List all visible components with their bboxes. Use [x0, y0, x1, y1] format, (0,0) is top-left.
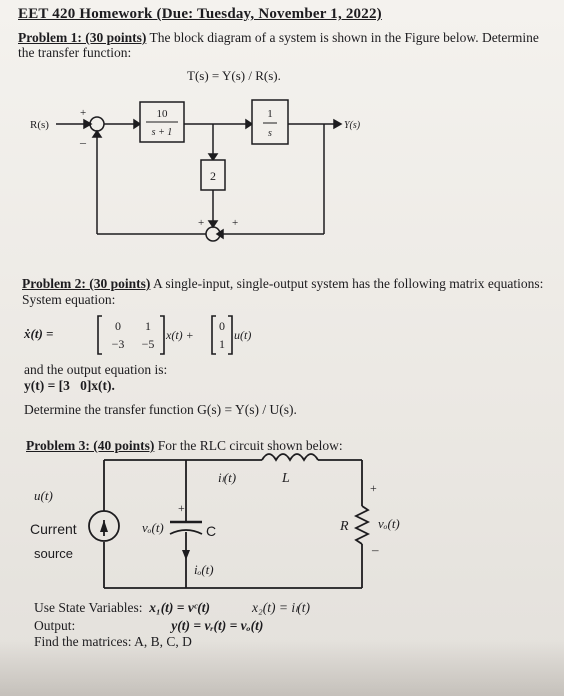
rlc-circuit: u(t) Current source vₒ(t) + C iₒ(t) iₗ(t…: [30, 453, 400, 589]
sum1-minus: –: [79, 135, 87, 149]
inductor-current-label: iₗ(t): [218, 470, 236, 485]
matrix-a-right-bracket: [160, 315, 165, 355]
output-equation-label: and the output equation is:: [24, 362, 168, 377]
res-minus: –: [371, 542, 379, 557]
u-of-t: u(t): [234, 328, 251, 342]
cap-current-arrow-icon: [182, 550, 190, 560]
state-vars-label: Use State Variables:: [34, 600, 143, 615]
block-1-over-s: [251, 99, 289, 145]
block2-numerator: 1: [267, 108, 273, 120]
matrix-b-right-bracket: [228, 315, 233, 355]
res-plus: +: [370, 481, 377, 495]
problem3-label: Problem 3: (40 points): [26, 438, 155, 453]
cap-voltage-label: vₒ(t): [142, 520, 164, 535]
output-eq-rhs: 0]x(t).: [80, 378, 115, 393]
output-line: Output: y(t) = vᵣ(t) = vₒ(t): [34, 618, 263, 634]
block-diagram: R(s) Y(s) 10 s + 1 1 s 2 + – + +: [30, 99, 361, 242]
output-label: Output:: [34, 618, 76, 633]
problem1-label: Problem 1: (30 points): [18, 30, 147, 45]
output-label: Y(s): [344, 120, 361, 131]
state-var-x1: x₁(t) = vᶜ(t): [149, 600, 211, 615]
block1-denominator: s + 1: [152, 127, 173, 138]
state-var-x2: x₂(t) = iₗ(t): [252, 600, 311, 615]
input-label: R(s): [30, 119, 49, 131]
input-arrow: [83, 118, 93, 130]
output-arrow: [333, 118, 343, 130]
res-voltage-label: vₒ(t): [378, 516, 400, 531]
resistor: [353, 505, 371, 545]
problem3-statement: Problem 3: (40 points) For the RLC circu…: [26, 438, 343, 454]
matrix-a-12: 1: [145, 319, 151, 333]
matrix-b-left-bracket: [211, 315, 216, 355]
matrix-a-left-bracket: [97, 315, 102, 355]
block2-denominator: s: [268, 128, 272, 139]
sum2-plus-left: +: [198, 217, 204, 229]
problem1-statement-cont: the transfer function:: [18, 45, 132, 60]
state-equation: ẋ(t) = 0 1 −3 −5 x(t) + 0 1 u(t): [23, 315, 251, 355]
system-equation-label: System equation:: [22, 292, 116, 307]
problem2-label: Problem 2: (30 points): [22, 276, 151, 291]
problem1-statement: Problem 1: (30 points) The block diagram…: [18, 30, 539, 46]
cap-plus: +: [178, 501, 185, 515]
output-equation-rlc: y(t) = vᵣ(t) = vₒ(t): [171, 618, 264, 633]
paper-shadow: [0, 640, 564, 696]
source-source-label: source: [34, 546, 73, 561]
output-eq-lhs: y(t) = [3: [24, 378, 70, 393]
matrix-b-1: 0: [219, 319, 225, 333]
source-u-label: u(t): [34, 488, 53, 503]
problem3-text: For the RLC circuit shown below:: [154, 438, 343, 453]
capacitor-plate-bottom: [169, 529, 203, 535]
cap-current-label: iₒ(t): [194, 562, 214, 577]
xdot-lhs: ẋ(t) =: [23, 326, 53, 341]
output-equation: y(t) = [3 0]x(t).: [24, 378, 115, 394]
problem2-text: A single-input, single-output system has…: [150, 276, 544, 291]
problem2-determine: Determine the transfer function G(s) = Y…: [24, 402, 297, 417]
block1-numerator: 10: [157, 108, 169, 120]
problem2-statement: Problem 2: (30 points) A single-input, s…: [22, 276, 543, 292]
state-variables-line: Use State Variables: x₁(t) = vᶜ(t) x₂(t) …: [34, 600, 310, 616]
homework-header: EET 420 Homework (Due: Tuesday, November…: [18, 6, 382, 22]
inductor: [261, 453, 319, 462]
find-matrices: Find the matrices: A, B, C, D: [34, 634, 192, 650]
cap-label: C: [206, 523, 216, 539]
matrix-b-2: 1: [219, 337, 225, 351]
inductor-label: L: [281, 471, 290, 486]
problem1-text: The block diagram of a system is shown i…: [146, 30, 539, 45]
matrix-a-22: −5: [142, 337, 155, 351]
resistor-label: R: [339, 519, 349, 534]
x-of-t-plus: x(t) +: [165, 328, 194, 342]
source-current-label: Current: [30, 521, 77, 537]
block3-gain: 2: [210, 169, 216, 183]
problem1-formula: T(s) = Y(s) / R(s).: [187, 68, 281, 83]
sum1-plus: +: [80, 107, 86, 119]
matrix-a-11: 0: [115, 319, 121, 333]
matrix-a-21: −3: [112, 337, 125, 351]
sum2-plus-right: +: [232, 217, 238, 229]
